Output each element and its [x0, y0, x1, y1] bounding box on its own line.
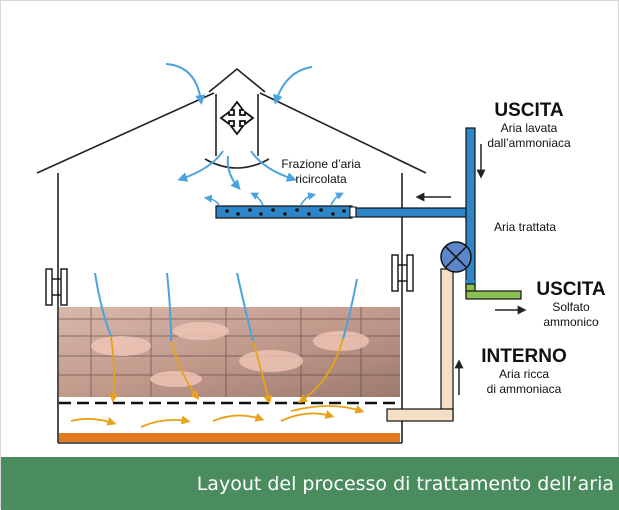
recirculation-pipe: [203, 192, 357, 219]
fan-icon: [219, 100, 255, 136]
flow-arrows: [415, 144, 527, 395]
slurry-air-arrows: [70, 335, 365, 428]
uscita-right-sub2: ammonico: [543, 315, 599, 329]
caption-bar: Layout del processo di trattamento dell’…: [1, 457, 619, 510]
pen-air-arrows: [94, 272, 358, 342]
pig-pen-photo: [59, 307, 400, 405]
caption-text: Layout del processo di trattamento dell’…: [196, 472, 614, 495]
sulfate-pipe: [465, 283, 522, 300]
interno-sub2: di ammoniaca: [487, 382, 562, 396]
floor: [59, 401, 400, 442]
frazione-label-1: Frazione d’aria: [281, 157, 361, 171]
uscita-top-title: USCITA: [494, 100, 564, 121]
uscita-right-sub1: Solfato: [552, 300, 590, 314]
air-treatment-diagram: USCITA Aria lavata dall’ammoniaca Aria t…: [36, 63, 606, 444]
uscita-top-sub1: Aria lavata: [501, 121, 558, 135]
outside-air-arrows: [165, 63, 313, 191]
building-outline: [36, 67, 427, 444]
aria-trattata-label: Aria trattata: [494, 220, 556, 234]
scrubber-icon: [440, 241, 472, 273]
uscita-right-title: USCITA: [536, 279, 606, 300]
frazione-label-2: ricircolata: [295, 172, 347, 186]
interno-sub1: Aria ricca: [499, 367, 549, 381]
window-icon: [45, 254, 414, 306]
interno-title: INTERNO: [481, 346, 567, 367]
uscita-top-sub2: dall’ammoniaca: [487, 136, 571, 150]
